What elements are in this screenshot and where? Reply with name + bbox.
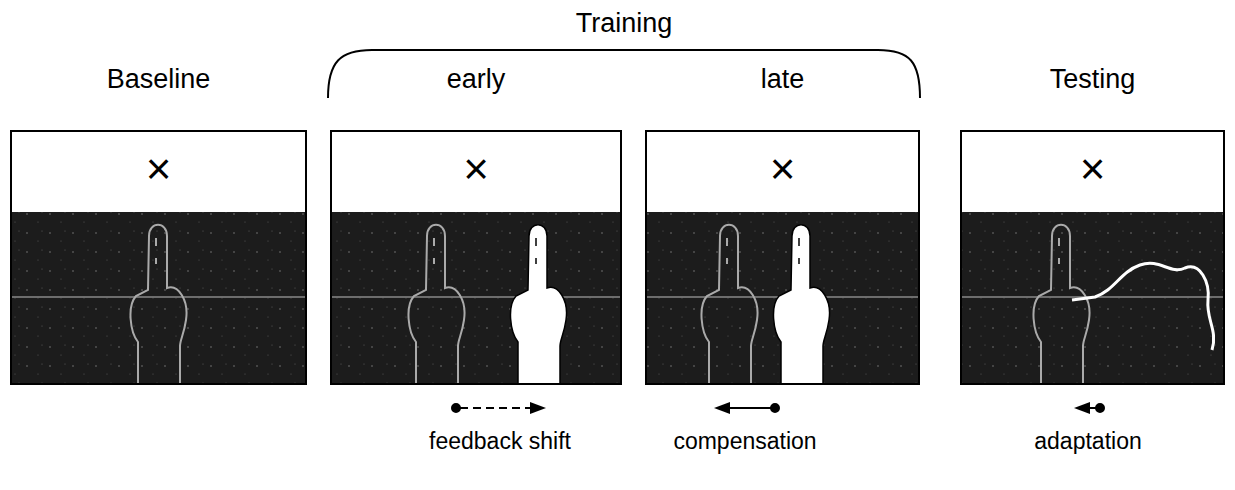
display-panel: late×: [645, 130, 920, 385]
fixation-target: ×: [770, 144, 796, 194]
fixation-target: ×: [146, 144, 172, 194]
display-panel: Testing×: [960, 130, 1225, 385]
panel-title: Baseline: [107, 64, 211, 95]
fixation-target: ×: [1080, 144, 1106, 194]
bracket: [328, 50, 920, 98]
panel-title: late: [761, 64, 805, 95]
shift-arrows: [452, 402, 1104, 414]
shift-caption: adaptation: [1034, 428, 1141, 455]
phase-label: Training: [576, 8, 673, 39]
panel-grounds: [10, 212, 1225, 385]
trajectory: [1072, 263, 1214, 350]
panel-title: Testing: [1050, 64, 1136, 95]
shift-caption: feedback shift: [429, 428, 571, 455]
ghost-hand: [130, 225, 1089, 385]
fixation-target: ×: [463, 144, 489, 194]
display-panel: Baseline×: [10, 130, 307, 385]
shift-caption: compensation: [673, 428, 816, 455]
panel-title: early: [447, 64, 506, 95]
display-panel: early×: [330, 130, 622, 385]
seen-hand: [510, 225, 829, 385]
